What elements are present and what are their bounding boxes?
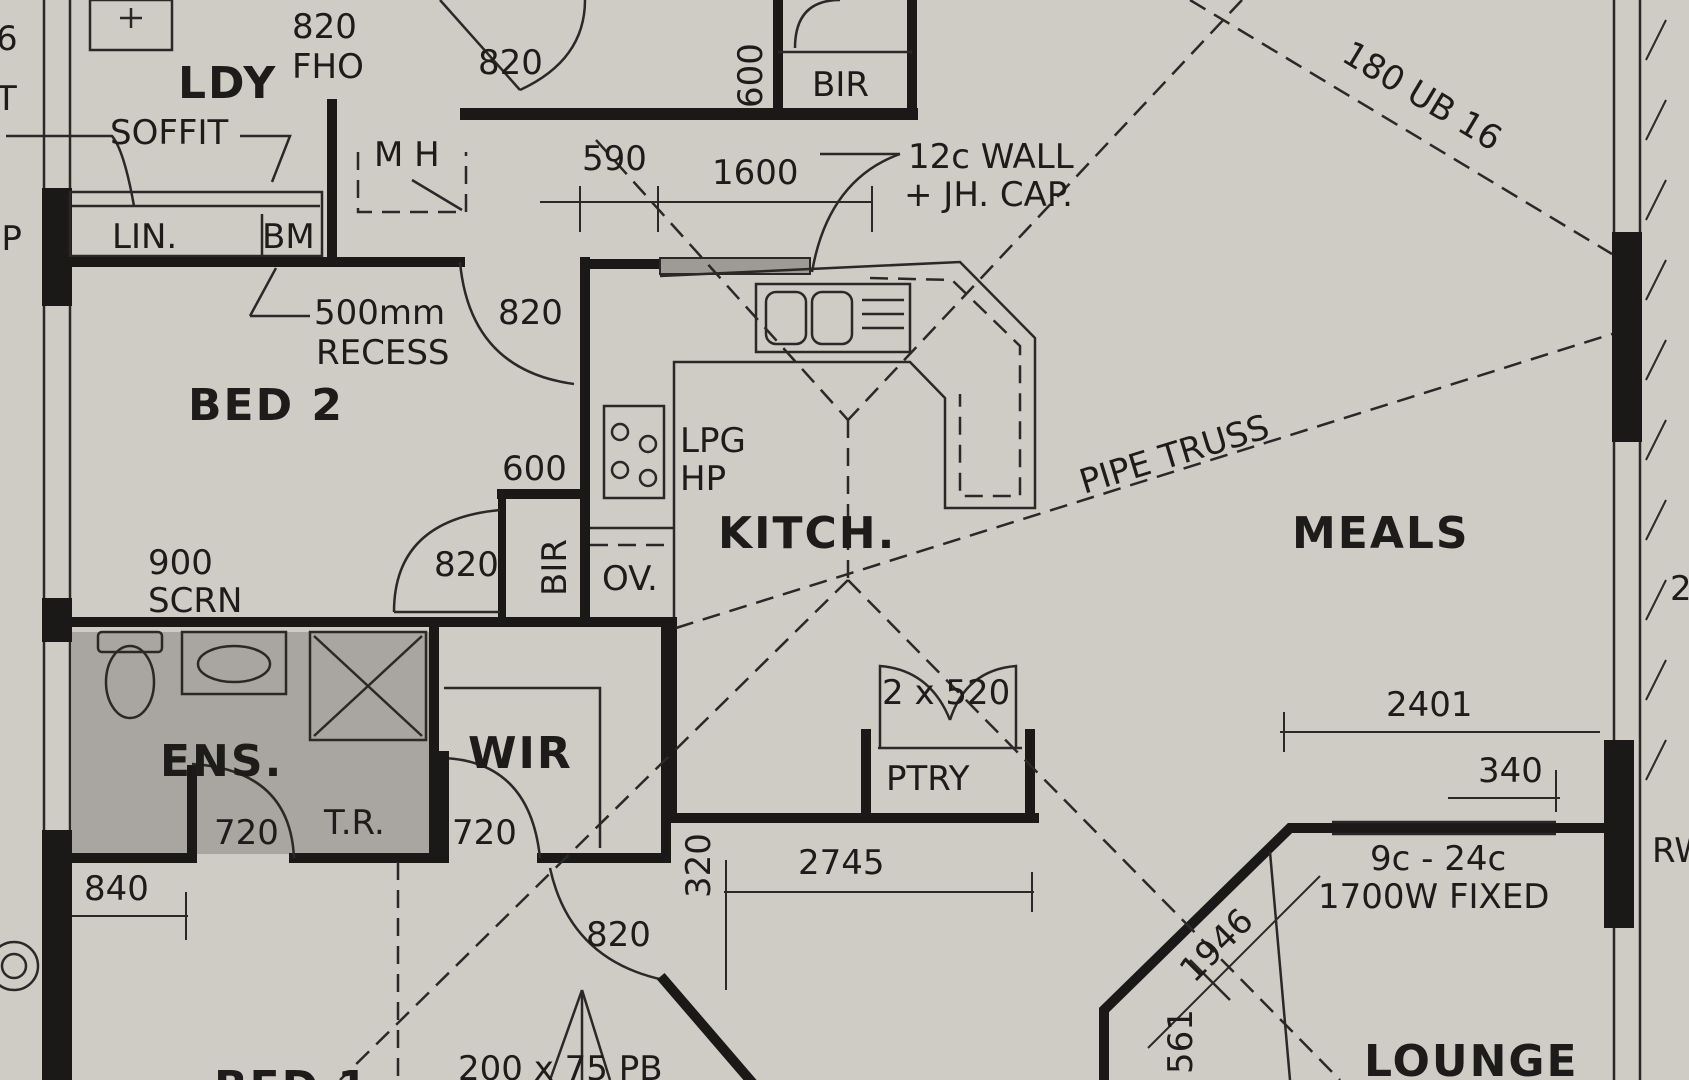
- room-meals: MEALS: [1292, 508, 1470, 559]
- structural-lines: [339, 0, 1613, 1080]
- ensuite: [65, 617, 443, 863]
- hallway: [396, 862, 757, 1080]
- beam-line: [1189, 0, 1613, 256]
- top-bir-cupboard: [439, 0, 918, 120]
- labels: LDY BED 2 KITCH. MEALS ENS. WIR LOUNGE B…: [0, 7, 1689, 1080]
- label-scrn: SCRN: [148, 581, 242, 621]
- label-dim-1600: 1600: [712, 153, 799, 193]
- label-ens-door: 720: [214, 813, 279, 853]
- label-heater-2: 1700W FIXED: [1318, 877, 1550, 917]
- label-bir-mid: BIR: [535, 539, 575, 596]
- label-edge-p: 'P: [0, 219, 22, 259]
- label-ov: OV.: [602, 559, 658, 599]
- room-wir: WIR: [468, 728, 573, 779]
- label-bir-top-600: 600: [731, 43, 771, 108]
- label-wall-note-2: + JH. CAP.: [904, 175, 1073, 215]
- room-ldy: LDY: [178, 58, 277, 109]
- label-edge-2: 2: [1670, 569, 1689, 609]
- label-dim-1946: 1946: [1172, 901, 1261, 990]
- lounge-walls: [1099, 820, 1609, 1080]
- label-bir-600: 600: [502, 449, 567, 489]
- room-bed2: BED 2: [188, 380, 344, 431]
- label-recess-1: 500mm: [314, 293, 445, 333]
- cladding-hatching: [1645, 19, 1667, 781]
- label-scrn-900: 900: [148, 543, 213, 583]
- bed2-walls: [65, 257, 677, 627]
- label-edge-t: T: [0, 79, 17, 119]
- dimension-lines: [6, 134, 1600, 1049]
- label-bed2-door: 820: [498, 293, 563, 333]
- label-dim-340: 340: [1478, 751, 1543, 791]
- room-kitch: KITCH.: [718, 508, 896, 559]
- label-tr: T.R.: [323, 803, 385, 843]
- label-fho: FHO: [292, 47, 364, 87]
- label-beam: 180 UB 16: [1335, 33, 1508, 159]
- label-edge-6: 6: [0, 19, 18, 59]
- label-dim-561: 561: [1161, 1009, 1201, 1074]
- label-pipe-truss: PIPE TRUSS: [1075, 407, 1274, 502]
- label-door-top-820: 820: [478, 43, 543, 83]
- gas-meter-symbol: [0, 940, 40, 992]
- exterior-walls: [42, 0, 1667, 1080]
- walk-in-robe: [439, 617, 671, 863]
- kitchen-benches: [590, 257, 1037, 622]
- label-lpg: LPG: [680, 421, 746, 461]
- pipe-truss-line: [675, 332, 1613, 630]
- label-recess-2: RECESS: [316, 333, 450, 373]
- label-soffit: SOFFIT: [110, 113, 228, 153]
- room-ens: ENS.: [160, 736, 283, 787]
- label-hall-door: 820: [586, 915, 651, 955]
- label-ptry: PTRY: [886, 759, 970, 799]
- label-mh: M H: [374, 135, 440, 175]
- manhole-symbol: [356, 152, 468, 214]
- label-dim-2745: 2745: [798, 843, 885, 883]
- label-dim-320: 320: [679, 833, 719, 898]
- pantry: [667, 617, 1039, 823]
- label-bir-top: BIR: [812, 65, 869, 105]
- label-wall-note-1: 12c WALL: [908, 137, 1074, 177]
- label-hp: HP: [680, 459, 726, 499]
- label-pb: 200 x 75 PB: [458, 1049, 663, 1080]
- label-ptry-doors: 2 x 520: [882, 673, 1010, 713]
- label-bir-door: 820: [434, 545, 499, 585]
- label-edge-rw: RW: [1652, 831, 1689, 871]
- room-lounge: LOUNGE: [1364, 1036, 1579, 1080]
- label-heater-1: 9c - 24c: [1370, 839, 1506, 879]
- label-lin: LIN.: [112, 217, 177, 257]
- label-bm: BM: [262, 217, 315, 257]
- label-fho-820: 820: [292, 7, 357, 47]
- room-bed-partial: BED 1: [214, 1062, 370, 1080]
- label-wir-door: 720: [452, 813, 517, 853]
- label-dim-590: 590: [582, 139, 647, 179]
- laundry-area: [68, 0, 337, 267]
- label-dim-2401: 2401: [1386, 685, 1473, 725]
- label-dim-840: 840: [84, 869, 149, 909]
